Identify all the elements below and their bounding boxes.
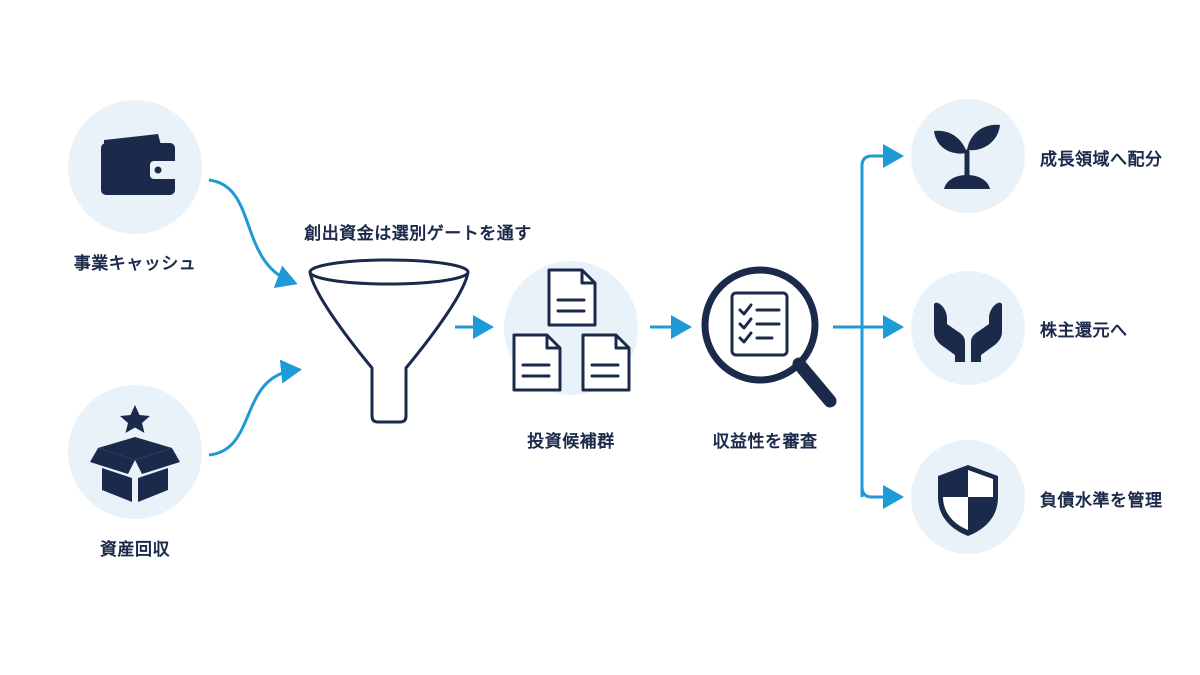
source-node-asset [68,385,202,519]
sprout-icon [934,124,1000,189]
outcome-node-debt [911,440,1025,554]
outcome-node-shareholder [911,271,1025,385]
outcome-label-debt: 負債水準を管理 [1040,491,1163,511]
candidates-label: 投資候補群 [527,432,615,452]
outcome-label-growth: 成長領域へ配分 [1040,150,1163,170]
document-top-icon [547,268,597,327]
wallet-icon [101,134,179,195]
candidates-node [504,261,638,395]
gate-label: 創出資金は選別ゲートを通す [304,224,532,244]
funnel-icon [308,258,470,424]
documents-icon [512,268,631,392]
outcome-label-shareholder: 株主還元へ [1040,321,1128,341]
source-label-asset: 資産回収 [100,540,170,560]
review-label: 収益性を審査 [712,432,818,452]
review-node [701,266,837,408]
document-left-icon [512,333,562,392]
branch-connector [833,144,904,509]
checklist-icon [730,291,789,357]
box-star-icon [90,405,180,502]
source-node-cash [68,100,202,234]
shield-icon [938,465,998,536]
outcome-node-growth [911,99,1025,213]
arrow-asset-to-gate [208,359,302,457]
hands-icon [934,302,1002,362]
arrow-cash-to-gate [208,178,298,289]
source-label-cash: 事業キャッシュ [73,254,197,274]
document-right-icon [581,333,631,392]
